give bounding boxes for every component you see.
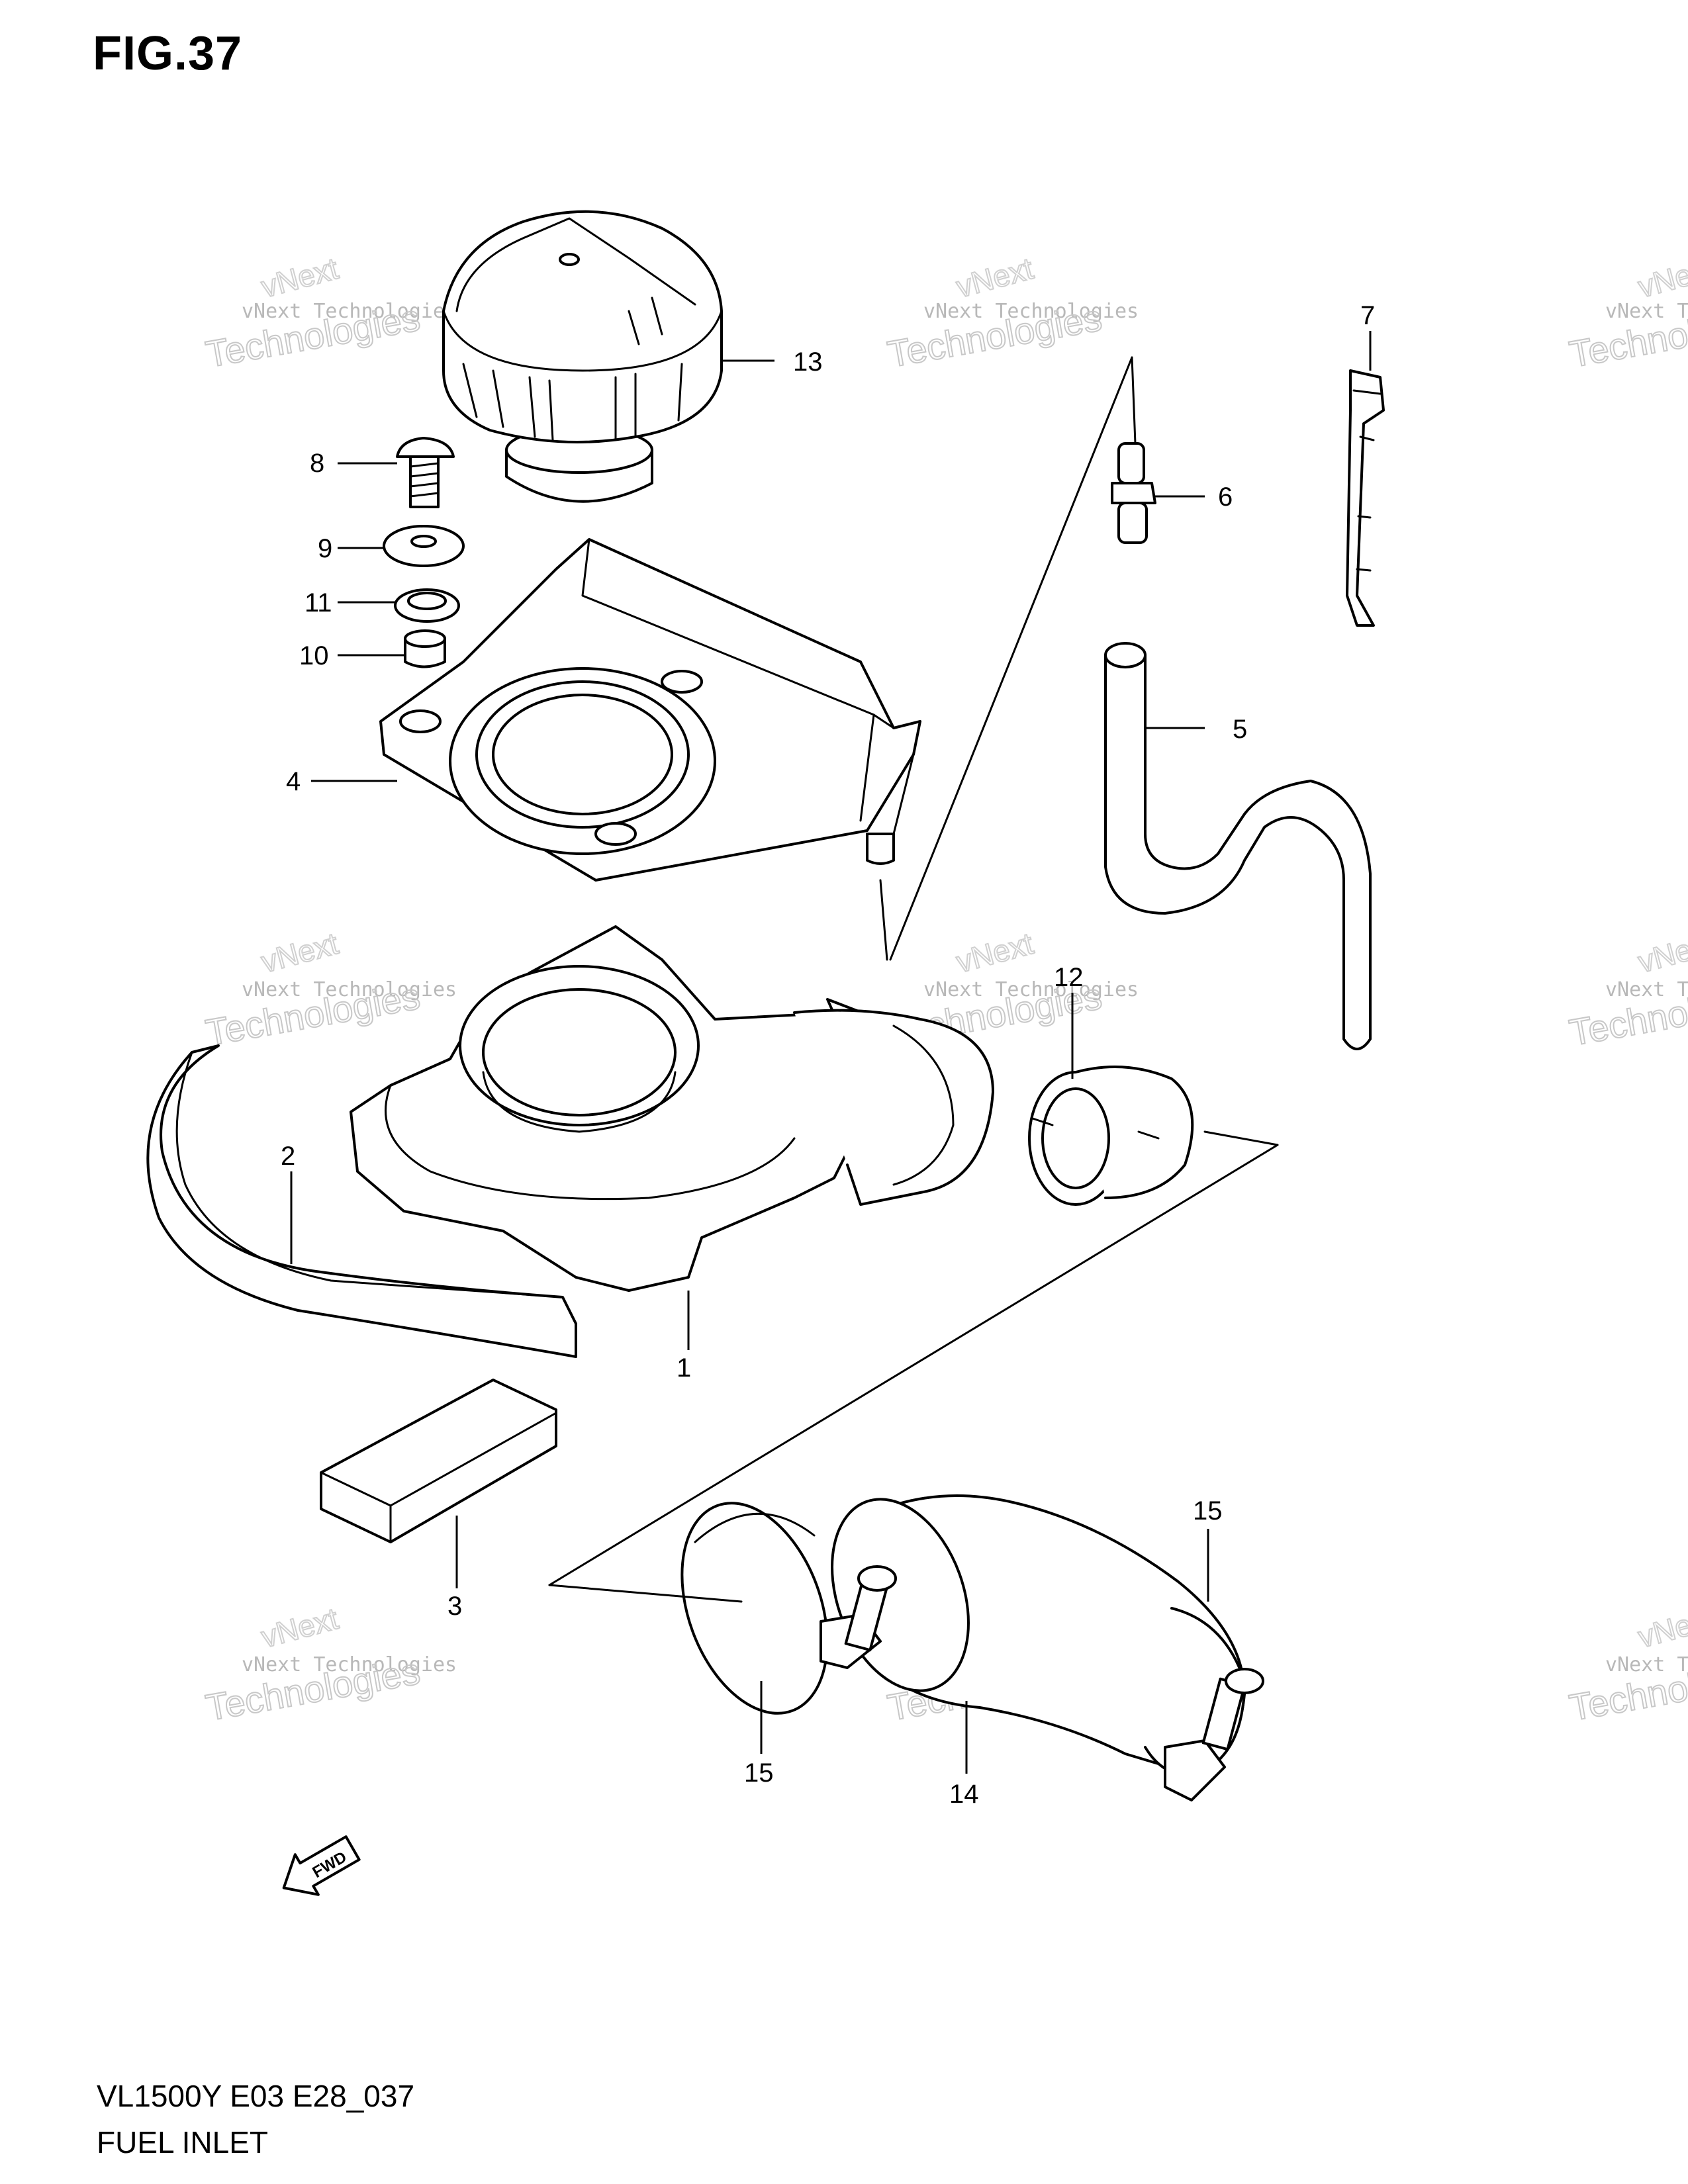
svg-text:vNext: vNext bbox=[1634, 251, 1688, 304]
callout-15-left: 15 bbox=[744, 1758, 774, 1788]
part-4-mounting-plate bbox=[379, 538, 921, 882]
leader-lines bbox=[290, 331, 1372, 1774]
svg-text:vNext: vNext bbox=[258, 926, 342, 979]
part-6-fitting bbox=[1111, 442, 1156, 544]
watermark-top-center: vNext vNext Technologies Technologies bbox=[884, 250, 1139, 376]
part-1-fuel-inlet bbox=[350, 925, 994, 1292]
svg-text:vNext Technologies: vNext Technologies bbox=[242, 978, 457, 1001]
part-15-clamp-right bbox=[1164, 1668, 1264, 1801]
part-13-fuel-cap bbox=[442, 210, 723, 503]
watermark-bottom-right: vNext vNext Technologies Technologies bbox=[1566, 1600, 1688, 1729]
callout-1: 1 bbox=[677, 1353, 691, 1383]
watermark-mid-right: vNext vNext Technologies Technologies bbox=[1566, 925, 1688, 1054]
svg-text:vNext Technologies: vNext Technologies bbox=[1605, 300, 1688, 323]
svg-text:vNext Technologies: vNext Technologies bbox=[242, 300, 457, 323]
callout-8: 8 bbox=[310, 449, 324, 478]
callout-7: 7 bbox=[1360, 301, 1375, 330]
svg-text:vNext Technologies: vNext Technologies bbox=[242, 1653, 457, 1676]
watermark-mid-left: vNext vNext Technologies Technologies bbox=[202, 925, 457, 1054]
svg-text:vNext Technologies: vNext Technologies bbox=[923, 300, 1139, 323]
callout-15-right: 15 bbox=[1193, 1496, 1223, 1525]
part-9-washer bbox=[383, 525, 465, 567]
callout-6: 6 bbox=[1218, 482, 1233, 512]
svg-text:vNext: vNext bbox=[258, 1601, 342, 1655]
callout-labels: 13 8 9 11 10 4 6 7 5 12 2 1 3 15 14 15 bbox=[281, 301, 1375, 1809]
callout-2: 2 bbox=[281, 1142, 295, 1171]
watermark-top-left: vNext vNext Technologies Technologies bbox=[202, 250, 457, 376]
part-5-hose bbox=[1104, 642, 1372, 1050]
figure-code: VL1500Y E03 E28_037 bbox=[97, 2079, 415, 2113]
svg-text:vNext: vNext bbox=[1634, 926, 1688, 979]
watermark-top-right: vNext vNext Technologies Technologies bbox=[1566, 250, 1688, 376]
figure-name: FUEL INLET bbox=[97, 2125, 269, 2160]
callout-3: 3 bbox=[447, 1592, 462, 1621]
part-14-hose-with-clamps bbox=[680, 1494, 1246, 1776]
svg-text:vNext Technologies: vNext Technologies bbox=[1605, 1653, 1688, 1676]
part-11-grommet bbox=[394, 588, 460, 623]
part-10-collar bbox=[404, 629, 446, 668]
callout-10: 10 bbox=[299, 641, 329, 670]
part-2-strip bbox=[146, 1044, 577, 1358]
callout-13: 13 bbox=[793, 347, 823, 377]
svg-text:vNext Technologies: vNext Technologies bbox=[923, 978, 1139, 1001]
figure-title: FIG.37 bbox=[93, 27, 243, 80]
callout-11: 11 bbox=[305, 588, 332, 617]
callout-14: 14 bbox=[949, 1780, 979, 1809]
part-15-clamp-left bbox=[820, 1565, 897, 1669]
watermark-bottom-left: vNext vNext Technologies Technologies bbox=[202, 1600, 457, 1729]
part-3-pad bbox=[320, 1379, 557, 1543]
svg-text:vNext: vNext bbox=[258, 251, 342, 304]
callout-12: 12 bbox=[1054, 963, 1084, 992]
part-8-screw bbox=[396, 437, 455, 508]
assembly-lines bbox=[548, 356, 1279, 1603]
callout-4: 4 bbox=[286, 767, 301, 796]
svg-text:vNext: vNext bbox=[953, 926, 1037, 979]
svg-text:vNext: vNext bbox=[953, 251, 1037, 304]
fwd-arrow-icon: FWD bbox=[282, 1835, 361, 1896]
svg-text:vNext: vNext bbox=[1634, 1601, 1688, 1655]
callout-5: 5 bbox=[1233, 715, 1247, 744]
part-7-tie-band bbox=[1346, 369, 1385, 627]
svg-text:vNext Technologies: vNext Technologies bbox=[1605, 978, 1688, 1001]
part-12-sleeve bbox=[1028, 1066, 1194, 1206]
callout-9: 9 bbox=[318, 534, 332, 563]
